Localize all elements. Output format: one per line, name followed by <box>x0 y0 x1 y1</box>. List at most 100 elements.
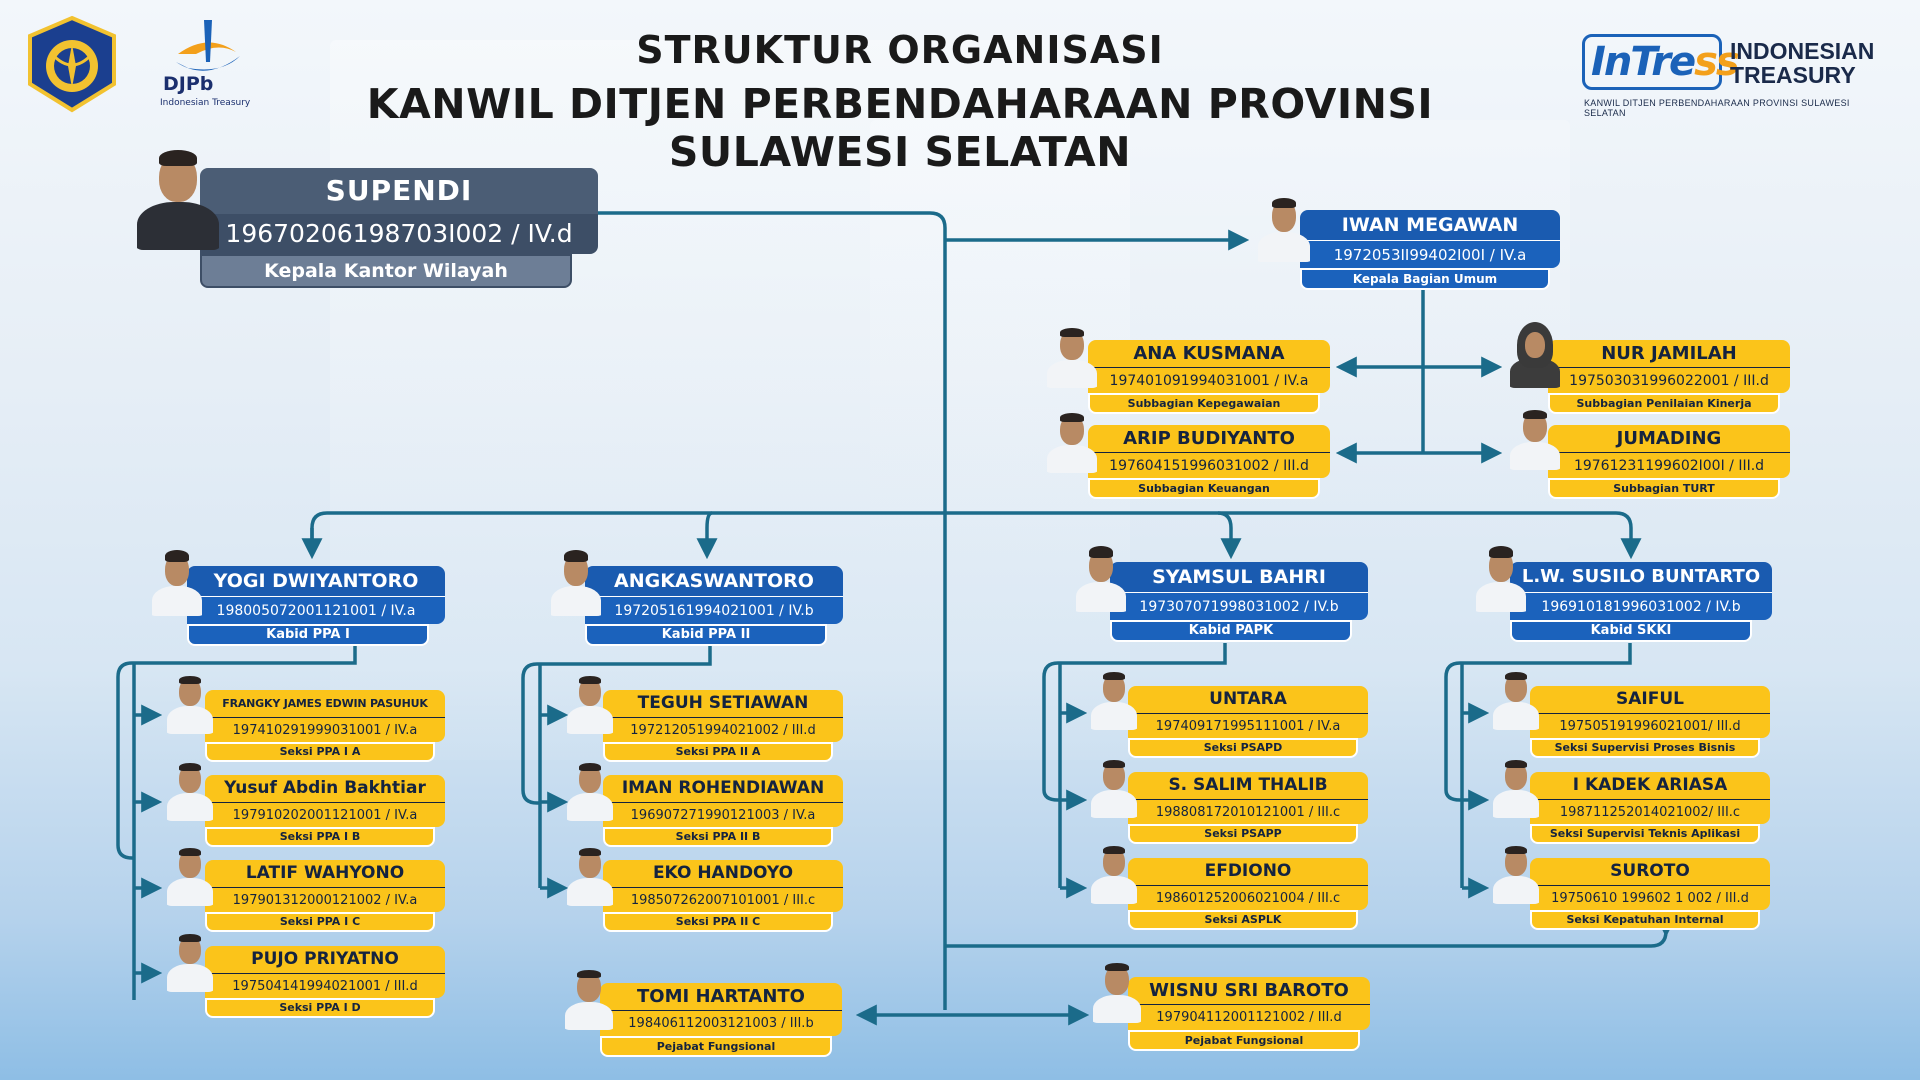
avatar-seksi-ppa-1d <box>162 926 218 992</box>
card-nip: 197503031996022001 / III.d <box>1548 367 1790 393</box>
card-name: Yusuf Abdin Bakhtiar <box>205 775 445 802</box>
card-name: PUJO PRIYATNO <box>205 946 445 973</box>
card-kabid-ppa-1: YOGI DWIYANTORO 198005072001121001 / IV.… <box>187 566 445 646</box>
card-name: LATIF WAHYONO <box>205 860 445 887</box>
djpb-logo-name: DJPb <box>163 73 214 95</box>
avatar-subbagian-turt <box>1505 402 1565 470</box>
avatar-pejabat-fungsional-2 <box>1088 955 1146 1023</box>
card-title: Seksi PPA II C <box>603 912 833 932</box>
card-name: ANA KUSMANA <box>1088 340 1330 367</box>
line-kepatuhan <box>945 916 1677 948</box>
card-seksi-ppa-2c: EKO HANDOYO 198507262007101001 / III.c S… <box>603 860 843 932</box>
avatar-subbagian-keuangan <box>1042 405 1102 473</box>
card-nip: 197410291999031001 / IV.a <box>205 717 445 742</box>
card-name: ARIP BUDIYANTO <box>1088 425 1330 452</box>
card-nip: 197205161994021001 / IV.b <box>585 596 843 624</box>
card-title: Seksi PSAPP <box>1128 824 1358 844</box>
card-name: EFDIONO <box>1128 858 1368 885</box>
card-title: Kabid PPA I <box>187 624 429 646</box>
card-title: Kepala Kantor Wilayah <box>200 254 572 288</box>
card-seksi-supervisi-teknis-aplikasi: I KADEK ARIASA 198711252014021002/ III.c… <box>1530 772 1770 844</box>
card-title: Seksi PPA I B <box>205 827 435 847</box>
card-seksi-ppa-1b: Yusuf Abdin Bakhtiar 197910202001121001 … <box>205 775 445 847</box>
card-kepala-kantor: SUPENDI 19670206198703I002 / IV.d Kepala… <box>200 168 598 288</box>
intress-logo-line2: TREASURY <box>1730 62 1856 88</box>
card-kepala-bagian-umum: IWAN MEGAWAN 1972053II99402I00I / IV.a K… <box>1300 210 1560 290</box>
card-title: Subbagian Kepegawaian <box>1088 393 1320 414</box>
card-kabid-papk: SYAMSUL BAHRI 197307071998031002 / IV.b … <box>1110 562 1368 642</box>
avatar-kepala-bagian-umum <box>1252 190 1316 262</box>
avatar-seksi-asplk <box>1086 838 1142 904</box>
card-name: I KADEK ARIASA <box>1530 772 1770 799</box>
card-title: Seksi PPA II B <box>603 827 833 847</box>
avatar-seksi-ppa-1b <box>162 755 218 821</box>
card-name: NUR JAMILAH <box>1548 340 1790 367</box>
card-title: Kabid PAPK <box>1110 620 1352 642</box>
card-title: Pejabat Fungsional <box>600 1036 832 1057</box>
djpb-logo-subtitle: Indonesian Treasury <box>160 98 251 108</box>
card-nip: 197910202001121001 / IV.a <box>205 802 445 827</box>
card-title: Kepala Bagian Umum <box>1300 268 1550 290</box>
card-nip: 197901312000121002 / IV.a <box>205 887 445 912</box>
card-name: SYAMSUL BAHRI <box>1110 562 1368 592</box>
card-nip: 197505191996021001/ III.d <box>1530 713 1770 738</box>
card-title: Seksi PPA I D <box>205 998 435 1018</box>
card-nip: 198601252006021004 / III.c <box>1128 885 1368 910</box>
card-nip: 197401091994031001 / IV.a <box>1088 367 1330 393</box>
card-name: SAIFUL <box>1530 686 1770 713</box>
avatar-pejabat-fungsional-1 <box>560 962 618 1030</box>
card-name: TEGUH SETIAWAN <box>603 690 843 717</box>
card-name: TOMI HARTANTO <box>600 983 842 1010</box>
card-nip: 198507262007101001 / III.c <box>603 887 843 912</box>
card-name: ANGKASWANTORO <box>585 566 843 596</box>
avatar-seksi-kepatuhan-internal <box>1488 838 1544 904</box>
avatar-seksi-supervisi-teknis-aplikasi <box>1488 752 1544 818</box>
card-nip: 1972053II99402I00I / IV.a <box>1300 240 1560 268</box>
card-name: WISNU SRI BAROTO <box>1128 977 1370 1004</box>
card-nip: 19761231199602I00I / III.d <box>1548 452 1790 478</box>
avatar-seksi-supervisi-proses-bisnis <box>1488 664 1544 730</box>
card-title: Seksi PPA II A <box>603 742 833 762</box>
card-nip: 197409171995111001 / IV.a <box>1128 713 1368 738</box>
card-title: Subbagian Keuangan <box>1088 478 1320 499</box>
card-title: Kabid SKKI <box>1510 620 1752 642</box>
card-name: FRANGKY JAMES EDWIN PASUHUK <box>205 690 445 717</box>
djpb-logo-mark <box>176 20 240 71</box>
card-nip: 197504141994021001 / III.d <box>205 973 445 998</box>
avatar-seksi-psapp <box>1086 752 1142 818</box>
card-title: Pejabat Fungsional <box>1128 1030 1360 1051</box>
card-title: Seksi Supervisi Teknis Aplikasi <box>1530 824 1760 844</box>
card-name: S. SALIM THALIB <box>1128 772 1368 799</box>
card-nip: 197212051994021002 / III.d <box>603 717 843 742</box>
kemenkeu-logo <box>28 15 116 113</box>
card-nip: 196910181996031002 / IV.b <box>1510 592 1772 620</box>
page-title-line2: KANWIL DITJEN PERBENDAHARAAN PROVINSI SU… <box>366 80 1434 176</box>
avatar-seksi-psapd <box>1086 664 1142 730</box>
avatar-kabid-skki <box>1470 540 1532 612</box>
card-nip: 196907271990121003 / IV.a <box>603 802 843 827</box>
card-subbagian-keuangan: ARIP BUDIYANTO 197604151996031002 / III.… <box>1088 425 1330 499</box>
avatar-kabid-papk <box>1070 540 1132 612</box>
card-nip: 197604151996031002 / III.d <box>1088 452 1330 478</box>
card-nip: 19670206198703I002 / IV.d <box>200 214 598 254</box>
avatar-seksi-ppa-2a <box>562 668 618 734</box>
card-nip: 198005072001121001 / IV.a <box>187 596 445 624</box>
card-name: UNTARA <box>1128 686 1368 713</box>
card-kabid-skki: L.W. SUSILO BUNTARTO 196910181996031002 … <box>1510 562 1772 642</box>
card-nip: 19750610 199602 1 002 / III.d <box>1530 885 1770 910</box>
card-title: Seksi PSAPD <box>1128 738 1358 758</box>
page-title-line1: STRUKTUR ORGANISASI <box>636 28 1164 72</box>
card-name: SUROTO <box>1530 858 1770 885</box>
card-title: Seksi PPA I A <box>205 742 435 762</box>
avatar-subbagian-kepegawaian <box>1042 320 1102 388</box>
card-name: SUPENDI <box>200 168 598 214</box>
card-title: Subbagian TURT <box>1548 478 1780 499</box>
card-seksi-ppa-1a: FRANGKY JAMES EDWIN PASUHUK 197410291999… <box>205 690 445 762</box>
intress-logo-line1: INDONESIAN <box>1730 38 1875 64</box>
card-nip: 198808172010121001 / III.c <box>1128 799 1368 824</box>
card-nip: 198406112003121003 / III.b <box>600 1010 842 1036</box>
card-nip: 197307071998031002 / IV.b <box>1110 592 1368 620</box>
avatar-kabid-ppa-2 <box>545 544 607 616</box>
card-seksi-psapd: UNTARA 197409171995111001 / IV.a Seksi P… <box>1128 686 1368 758</box>
card-seksi-kepatuhan-internal: SUROTO 19750610 199602 1 002 / III.d Sek… <box>1530 858 1770 930</box>
